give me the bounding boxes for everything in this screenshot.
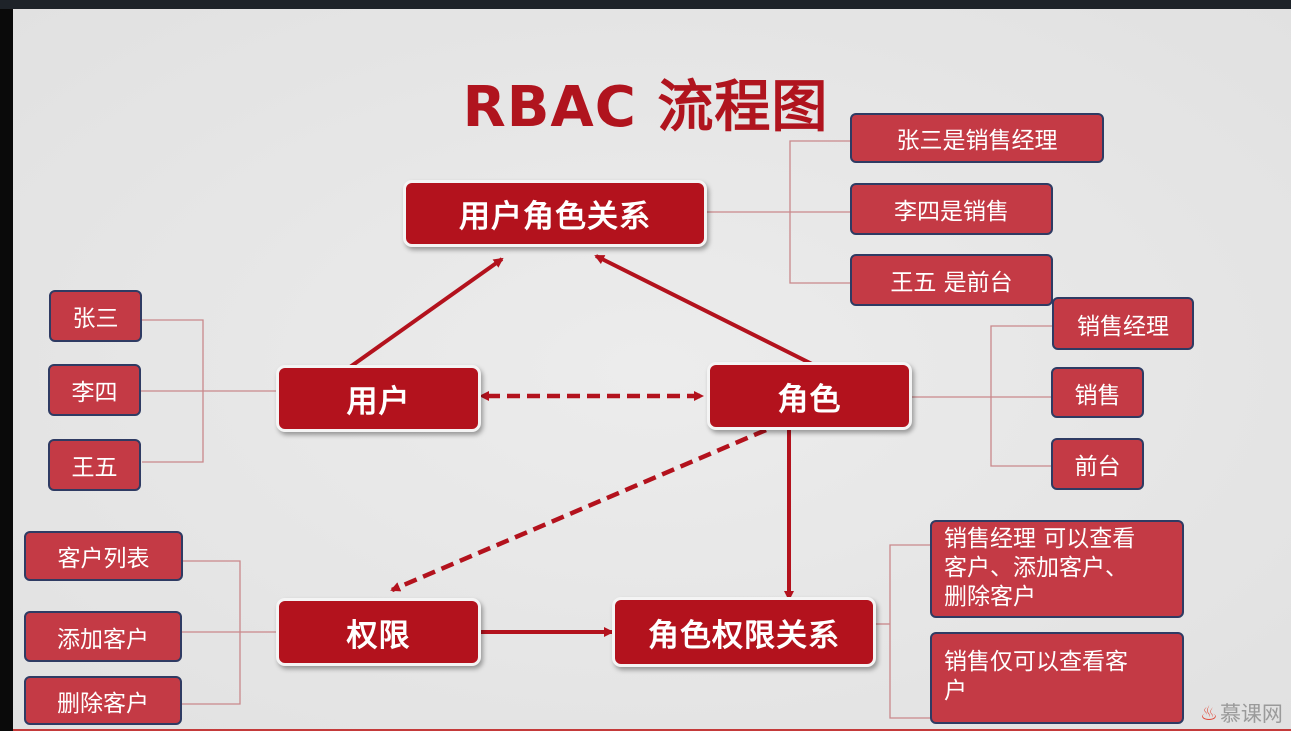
bracket-permissions bbox=[181, 560, 278, 705]
node-user-role: 用户角色关系 bbox=[403, 180, 707, 247]
role-permission-example: 销售经理 可以查看 客户、添加客户、 删除客户 bbox=[930, 520, 1184, 618]
watermark-text: 慕课网 bbox=[1219, 702, 1283, 726]
user-role-example: 王五 是前台 bbox=[850, 254, 1053, 306]
flame-icon: ♨ bbox=[1200, 701, 1218, 725]
bottom-line bbox=[13, 729, 1291, 731]
bracket-role-permission-examples bbox=[874, 544, 930, 719]
permission-item: 添加客户 bbox=[24, 611, 182, 662]
top-bar bbox=[0, 0, 1291, 9]
role-item: 销售经理 bbox=[1052, 297, 1194, 350]
node-user: 用户 bbox=[276, 365, 481, 432]
node-permission: 权限 bbox=[276, 598, 481, 666]
arrow-role-to-permission-dashed bbox=[390, 427, 767, 593]
arrow-user-to-user-role bbox=[348, 257, 504, 369]
user-role-example: 张三是销售经理 bbox=[850, 113, 1104, 163]
user-item: 张三 bbox=[49, 290, 142, 342]
user-item: 李四 bbox=[48, 364, 141, 416]
example-line: 户 bbox=[944, 678, 967, 704]
role-permission-example: 销售仅可以查看客 户 bbox=[930, 632, 1184, 724]
example-line: 销售仅可以查看客 bbox=[944, 649, 1128, 675]
arrow-role-to-user-role bbox=[594, 254, 813, 366]
example-line: 销售经理 可以查看 bbox=[944, 526, 1136, 552]
permission-item: 客户列表 bbox=[24, 531, 183, 581]
node-role: 角色 bbox=[707, 362, 912, 430]
permission-item: 删除客户 bbox=[24, 676, 182, 725]
left-bar bbox=[0, 9, 13, 731]
watermark: ♨ 慕课网 bbox=[1200, 698, 1283, 728]
example-line: 删除客户 bbox=[944, 584, 1036, 610]
bracket-users bbox=[140, 319, 278, 463]
user-item: 王五 bbox=[48, 439, 141, 491]
role-item: 前台 bbox=[1051, 438, 1144, 490]
bracket-user-role-examples bbox=[706, 140, 850, 284]
bracket-roles bbox=[912, 325, 1052, 467]
role-item: 销售 bbox=[1051, 367, 1144, 418]
node-role-permission: 角色权限关系 bbox=[612, 597, 876, 667]
example-line: 客户、添加客户、 bbox=[944, 555, 1128, 581]
user-role-example: 李四是销售 bbox=[850, 183, 1053, 235]
slide-title: RBAC 流程图 bbox=[462, 75, 829, 140]
